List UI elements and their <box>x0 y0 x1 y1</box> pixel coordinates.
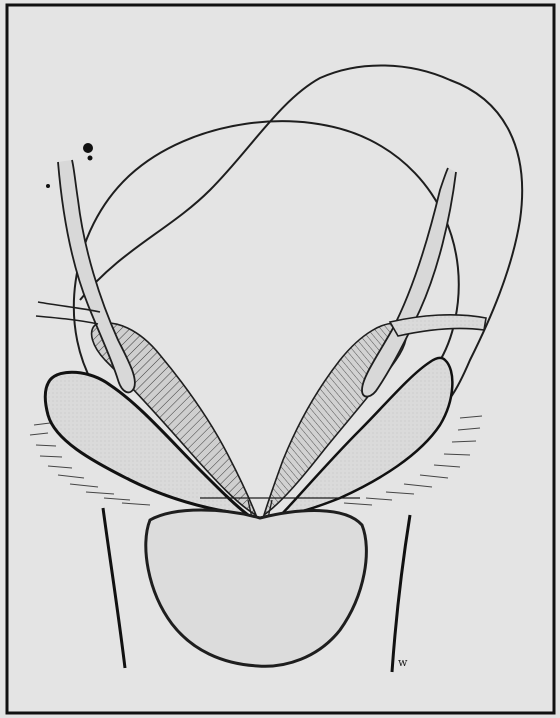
ink-blot <box>88 156 93 161</box>
artist-signature: w <box>398 656 407 669</box>
ink-dot <box>46 184 50 188</box>
ink-blot <box>83 143 93 153</box>
